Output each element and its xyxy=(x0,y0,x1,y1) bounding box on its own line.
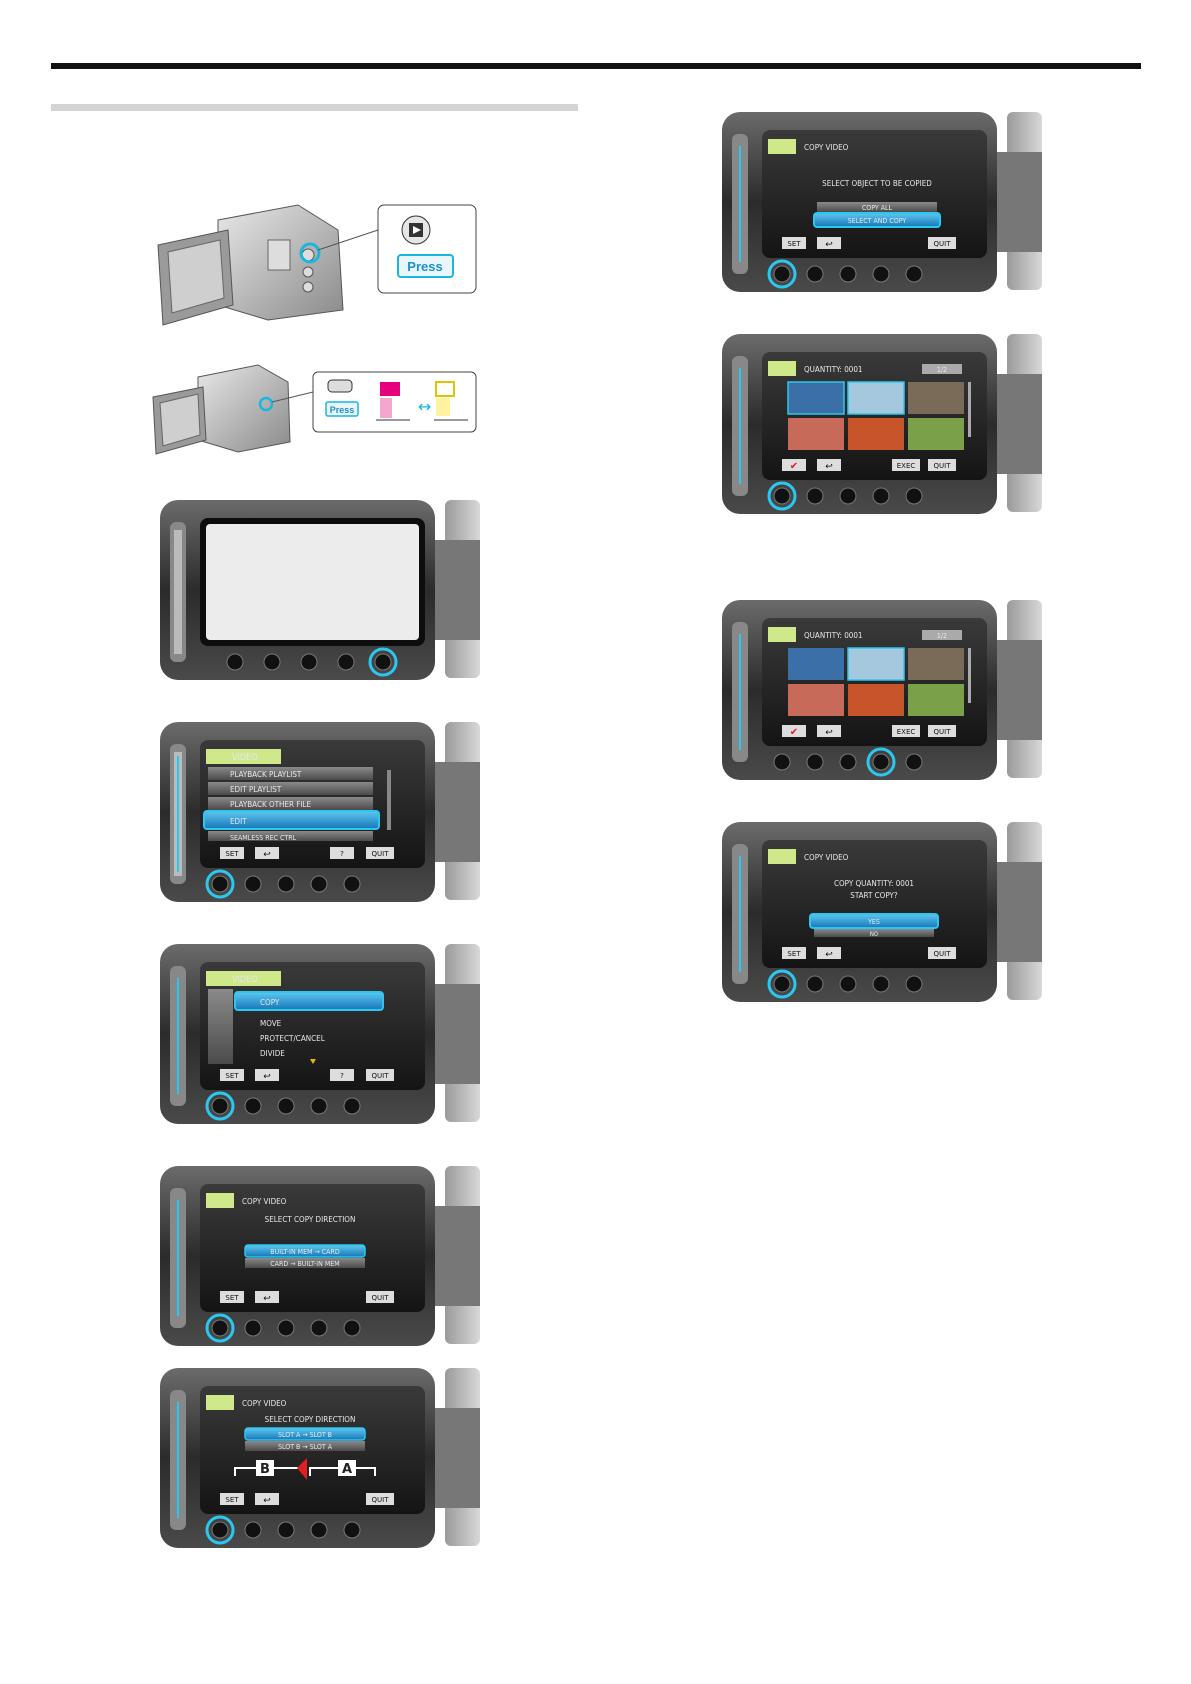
lcd-screen-thumbnail-select: QUANTITY: 0001 1/2 ✔ ↩ EXEC QUIT xyxy=(722,334,1042,514)
svg-text:COPY: COPY xyxy=(260,998,280,1007)
svg-text:BUILT-IN MEM → CARD: BUILT-IN MEM → CARD xyxy=(270,1248,340,1256)
svg-text:B: B xyxy=(260,1462,270,1477)
lcd-screen-select-object: COPY VIDEO SELECT OBJECT TO BE COPIED CO… xyxy=(722,112,1042,292)
svg-text:VIDEO: VIDEO xyxy=(232,753,258,763)
lcd-screen-video-menu: VIDEO PLAYBACK PLAYLIST EDIT PLAYLIST PL… xyxy=(160,722,480,902)
lcd-screen-edit-submenu: VIDEO COPY MOVE PROTECT/CANCEL DIVIDE SE… xyxy=(160,944,480,1124)
svg-text:SET: SET xyxy=(225,850,239,858)
svg-text:SEAMLESS REC CTRL: SEAMLESS REC CTRL xyxy=(230,834,297,842)
header-rule xyxy=(51,63,1141,69)
svg-text:EDIT PLAYLIST: EDIT PLAYLIST xyxy=(230,785,282,794)
svg-text:QUIT: QUIT xyxy=(372,850,390,858)
section-rule xyxy=(51,104,578,111)
menu-item-copy-selected[interactable] xyxy=(234,991,384,1011)
svg-text:QUANTITY: 0001: QUANTITY: 0001 xyxy=(804,365,863,374)
svg-text:COPY QUANTITY: 0001: COPY QUANTITY: 0001 xyxy=(834,879,914,888)
svg-text:SET: SET xyxy=(225,1294,239,1302)
svg-text:COPY VIDEO: COPY VIDEO xyxy=(804,853,849,862)
svg-text:QUIT: QUIT xyxy=(934,462,952,470)
svg-text:PLAYBACK OTHER FILE: PLAYBACK OTHER FILE xyxy=(230,800,312,809)
double-arrow-icon: ↔ xyxy=(418,397,431,416)
svg-text:SET: SET xyxy=(225,1072,239,1080)
svg-text:↩: ↩ xyxy=(263,1071,271,1081)
svg-text:EXEC: EXEC xyxy=(897,462,916,470)
svg-text:COPY ALL: COPY ALL xyxy=(862,204,893,212)
menu-item-edit-selected[interactable] xyxy=(203,810,380,830)
svg-text:1/2: 1/2 xyxy=(937,632,947,640)
svg-text:SELECT OBJECT TO BE COPIED: SELECT OBJECT TO BE COPIED xyxy=(822,179,932,188)
svg-text:SET: SET xyxy=(225,1496,239,1504)
ok-button-ring[interactable] xyxy=(205,869,235,899)
svg-text:SELECT COPY DIRECTION: SELECT COPY DIRECTION xyxy=(265,1415,356,1424)
svg-text:QUIT: QUIT xyxy=(934,240,952,248)
svg-text:SELECT AND COPY: SELECT AND COPY xyxy=(848,217,907,225)
svg-text:EXEC: EXEC xyxy=(897,728,916,736)
svg-text:NO: NO xyxy=(870,931,878,938)
svg-text:✔: ✔ xyxy=(790,727,798,738)
svg-text:A: A xyxy=(342,1462,352,1477)
svg-text:SLOT A → SLOT B: SLOT A → SLOT B xyxy=(278,1431,332,1439)
svg-text:↩: ↩ xyxy=(825,461,833,471)
svg-text:MOVE: MOVE xyxy=(260,1019,282,1028)
camera-illustration-playback: Press xyxy=(148,200,478,330)
still-mode-icon xyxy=(435,381,455,397)
svg-text:↩: ↩ xyxy=(263,1293,271,1303)
svg-text:Press: Press xyxy=(330,405,355,415)
svg-text:QUIT: QUIT xyxy=(372,1496,390,1504)
svg-text:EDIT: EDIT xyxy=(230,817,247,826)
exec-button-ring[interactable] xyxy=(866,747,896,777)
svg-text:YES: YES xyxy=(867,918,880,926)
video-mode-icon xyxy=(380,382,400,396)
svg-text:COPY VIDEO: COPY VIDEO xyxy=(804,143,849,152)
svg-text:QUIT: QUIT xyxy=(372,1072,390,1080)
svg-text:CARD → BUILT-IN MEM: CARD → BUILT-IN MEM xyxy=(270,1260,339,1268)
lcd-screen-copy-direction-mem: COPY VIDEO SELECT COPY DIRECTION BUILT-I… xyxy=(160,1166,480,1346)
svg-text:COPY VIDEO: COPY VIDEO xyxy=(242,1399,287,1408)
svg-text:↩: ↩ xyxy=(825,949,833,959)
menu-button-ring[interactable] xyxy=(368,647,398,677)
lcd-screen-copy-direction-slot: COPY VIDEO SELECT COPY DIRECTION SLOT A … xyxy=(160,1368,480,1548)
svg-text:SET: SET xyxy=(787,240,801,248)
svg-text:SELECT COPY DIRECTION: SELECT COPY DIRECTION xyxy=(265,1215,356,1224)
svg-text:DIVIDE: DIVIDE xyxy=(260,1049,285,1058)
lcd-screen-thumbnail-exec: QUANTITY: 0001 1/2 ✔ ↩ EXEC QUIT xyxy=(722,600,1042,780)
svg-text:PROTECT/CANCEL: PROTECT/CANCEL xyxy=(260,1034,325,1043)
svg-text:?: ? xyxy=(340,1072,344,1080)
svg-text:QUIT: QUIT xyxy=(372,1294,390,1302)
svg-text:SLOT B → SLOT A: SLOT B → SLOT A xyxy=(278,1443,333,1451)
svg-text:1/2: 1/2 xyxy=(937,366,947,374)
camera-illustration-mode: Press ↔ xyxy=(148,362,478,457)
svg-text:↩: ↩ xyxy=(263,1495,271,1505)
lcd-screen-start-copy: COPY VIDEO COPY QUANTITY: 0001 START COP… xyxy=(722,822,1042,1002)
svg-text:PLAYBACK PLAYLIST: PLAYBACK PLAYLIST xyxy=(230,770,302,779)
svg-text:COPY VIDEO: COPY VIDEO xyxy=(242,1197,287,1206)
press-label: Press xyxy=(407,259,442,274)
svg-text:QUIT: QUIT xyxy=(934,950,952,958)
lcd-screen-blank xyxy=(160,500,480,680)
svg-text:SET: SET xyxy=(787,950,801,958)
svg-text:✔: ✔ xyxy=(790,461,798,472)
svg-text:↩: ↩ xyxy=(263,849,271,859)
svg-text:?: ? xyxy=(340,850,344,858)
svg-text:START COPY?: START COPY? xyxy=(850,891,898,900)
svg-text:↩: ↩ xyxy=(825,239,833,249)
svg-text:↩: ↩ xyxy=(825,727,833,737)
svg-text:VIDEO: VIDEO xyxy=(232,975,258,985)
svg-text:QUIT: QUIT xyxy=(934,728,952,736)
svg-text:QUANTITY: 0001: QUANTITY: 0001 xyxy=(804,631,863,640)
